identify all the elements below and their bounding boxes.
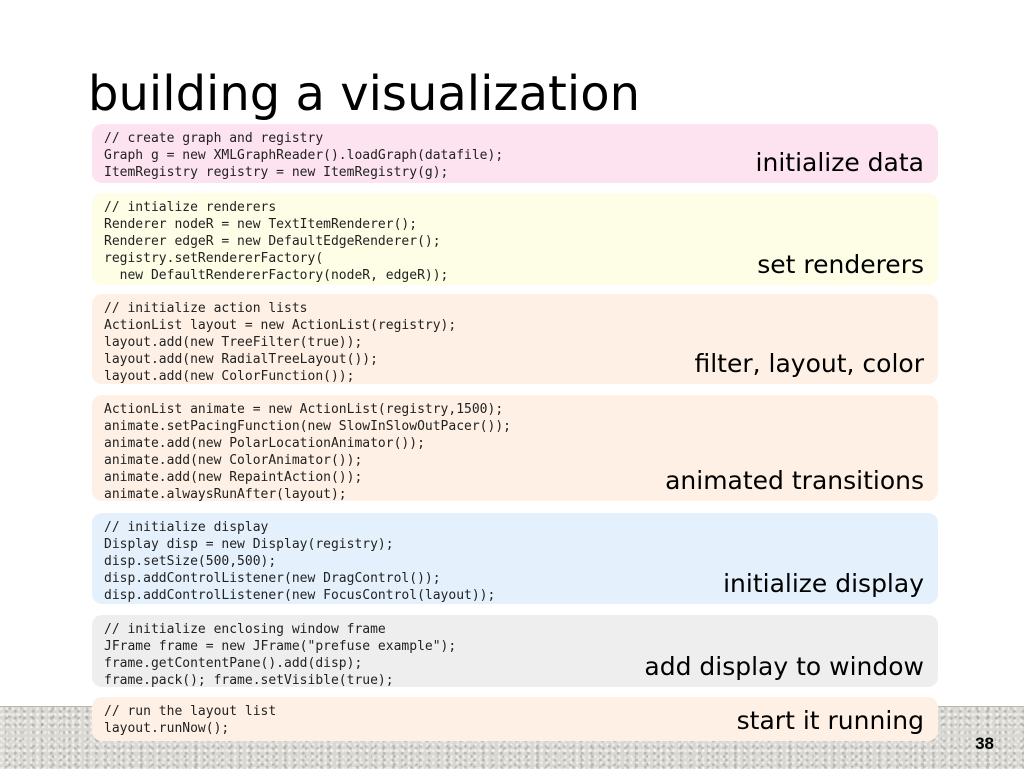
- code-block-add-display-to-window: // initialize enclosing window frame JFr…: [92, 615, 938, 688]
- code-snippet: // initialize display Display disp = new…: [104, 520, 496, 603]
- page-number: 38: [975, 734, 994, 753]
- code-block-start-it-running: // run the layout list layout.runNow(); …: [92, 697, 938, 741]
- step-label: start it running: [736, 706, 924, 735]
- step-label: initialize display: [723, 569, 924, 598]
- code-snippet: // intialize renderers Renderer nodeR = …: [104, 200, 449, 283]
- step-label: add display to window: [644, 652, 924, 681]
- slide-title: building a visualization: [88, 66, 640, 122]
- code-block-set-renderers: // intialize renderers Renderer nodeR = …: [92, 193, 938, 285]
- code-block-filter-layout-color: // initialize action lists ActionList la…: [92, 294, 938, 384]
- code-snippet: // create graph and registry Graph g = n…: [104, 131, 504, 180]
- code-snippet: // run the layout list layout.runNow();: [104, 704, 277, 736]
- code-block-initialize-data: // create graph and registry Graph g = n…: [92, 124, 938, 183]
- step-label: initialize data: [755, 148, 924, 177]
- code-block-animated-transitions: ActionList animate = new ActionList(regi…: [92, 395, 938, 502]
- code-snippet: // initialize action lists ActionList la…: [104, 301, 457, 384]
- code-snippet: // initialize enclosing window frame JFr…: [104, 622, 457, 688]
- step-label: animated transitions: [665, 466, 924, 495]
- step-label: set renderers: [757, 250, 924, 279]
- step-label: filter, layout, color: [694, 349, 924, 378]
- code-snippet: ActionList animate = new ActionList(regi…: [104, 402, 511, 502]
- code-block-initialize-display: // initialize display Display disp = new…: [92, 513, 938, 604]
